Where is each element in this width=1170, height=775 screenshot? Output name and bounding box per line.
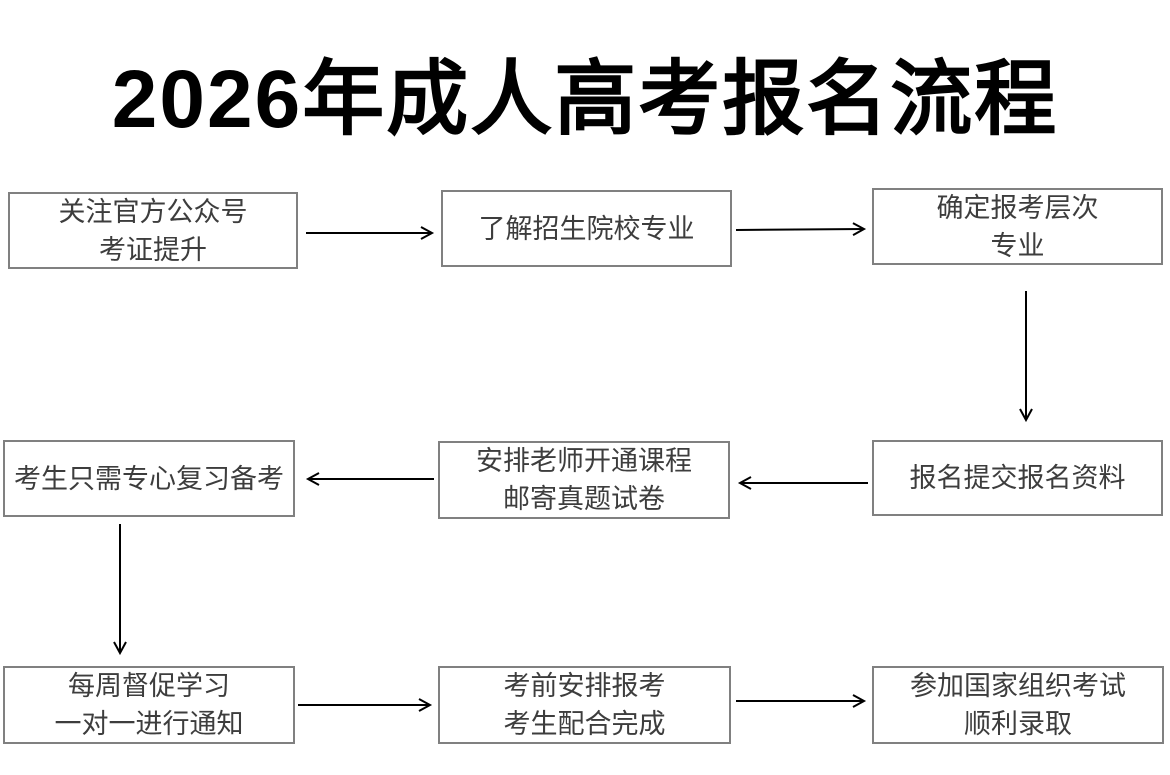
flow-step-take-national-exam: 参加国家组织考试 顺利录取	[872, 666, 1164, 744]
flow-step-label: 报名提交报名资料	[909, 463, 1126, 493]
flow-step-learn-schools-majors: 了解招生院校专业	[441, 190, 732, 267]
page-title: 2026年成人高考报名流程	[111, 54, 1059, 145]
flow-step-label: 了解招生院校专业	[478, 213, 695, 244]
flow-step-label: 参加国家组织考试	[910, 671, 1126, 701]
flow-step-label: 顺利录取	[964, 709, 1072, 739]
flow-step-label: 关注官方公众号	[58, 196, 248, 227]
flow-step-label: 邮寄真题试卷	[503, 484, 665, 514]
flow-step-label: 考前安排报考	[503, 671, 666, 701]
flow-step-label: 一对一进行通知	[54, 709, 244, 739]
flow-step-follow-official-account: 关注官方公众号 考证提升	[8, 192, 298, 269]
flow-step-label: 考生只需专心复习备考	[14, 463, 284, 494]
flow-step-confirm-level-major: 确定报考层次 专业	[872, 188, 1163, 265]
flow-step-teacher-opens-course: 安排老师开通课程 邮寄真题试卷	[438, 441, 730, 519]
arrow-step2-to-step3-icon	[735, 222, 867, 236]
flow-step-label: 考生配合完成	[503, 709, 666, 739]
flow-step-label: 确定报考层次	[936, 192, 1099, 223]
flow-step-label: 安排老师开通课程	[476, 446, 692, 476]
flow-step-pre-exam-arrangement: 考前安排报考 考生配合完成	[438, 666, 731, 744]
flow-step-label: 专业	[990, 230, 1045, 261]
flow-step-focus-on-review: 考生只需专心复习备考	[3, 440, 295, 517]
flow-step-weekly-study-supervision: 每周督促学习 一对一进行通知	[3, 666, 295, 744]
flow-step-submit-registration-materials: 报名提交报名资料	[872, 440, 1163, 516]
flow-step-label: 每周督促学习	[68, 671, 230, 701]
flow-step-label: 考证提升	[99, 234, 207, 265]
